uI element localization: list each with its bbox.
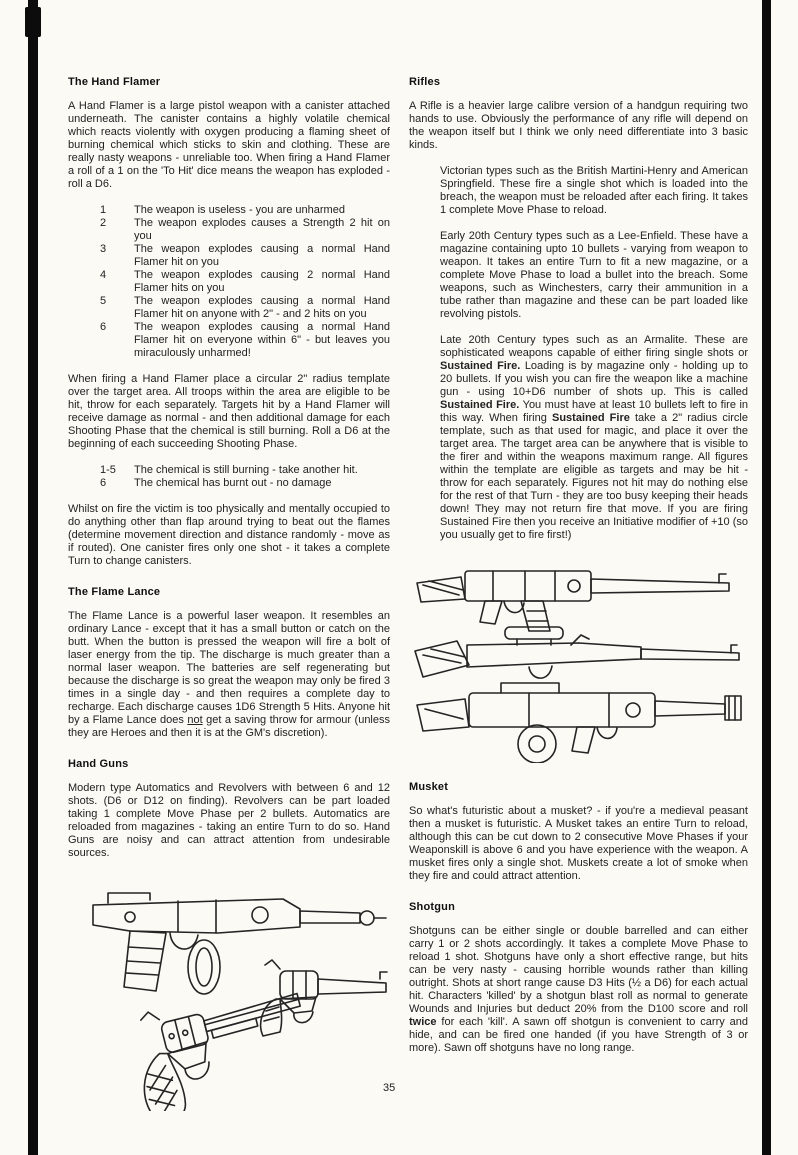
item-text: The weapon explodes causing a normal Han… (134, 321, 390, 359)
list-item: 6 The chemical has burnt out - no damage (100, 477, 390, 490)
heading-rifles: Rifles (409, 76, 441, 88)
scoped-rifle-drawing (414, 626, 740, 679)
rifles-intro: A Rifle is a heavier large calibre versi… (409, 100, 748, 151)
item-text: The weapon explodes causes a Strength 2 … (134, 217, 390, 242)
item-number: 6 (100, 321, 107, 333)
rifles-early-20th: Early 20th Century types such as a Lee-E… (440, 230, 748, 320)
item-number: 1-5 (100, 464, 116, 476)
scifi-pistol-drawing (92, 892, 387, 995)
list-item: 1-5 The chemical is still burning - take… (100, 464, 390, 477)
left-column: The Hand Flamer A Hand Flamer is a large… (68, 76, 390, 1119)
hand-flamer-intro: A Hand Flamer is a large pistol weapon w… (68, 100, 390, 190)
rifles-late-20th: Late 20th Century types such as an Armal… (440, 334, 749, 541)
item-text: The weapon is useless - you are unharmed (134, 204, 345, 216)
item-text: The chemical has burnt out - no damage (134, 477, 332, 489)
right-column: Rifles A Rifle is a heavier large calibr… (409, 76, 748, 1068)
rifles-illustration (409, 555, 748, 763)
page-number: 35 (383, 1082, 396, 1094)
explode-result-table: 1 The weapon is useless - you are unharm… (100, 204, 390, 360)
list-item: 1 The weapon is useless - you are unharm… (100, 204, 390, 217)
drum-rifle-drawing (416, 682, 742, 763)
flame-lance-body: The Flame Lance is a powerful laser weap… (68, 610, 390, 739)
heading-hand-flamer: The Hand Flamer (68, 76, 161, 88)
item-text: The chemical is still burning - take ano… (134, 464, 358, 476)
scan-edge-right (762, 0, 771, 1155)
item-number: 5 (100, 295, 107, 307)
list-item: 2 The weapon explodes causes a Strength … (100, 217, 390, 243)
item-number: 1 (100, 204, 107, 216)
item-text: The weapon explodes causing a normal Han… (134, 295, 390, 320)
list-item: 3 The weapon explodes causing a normal H… (100, 243, 390, 269)
heading-flame-lance: The Flame Lance (68, 586, 161, 598)
heading-shotgun: Shotgun (409, 901, 455, 913)
item-number: 2 (100, 217, 107, 229)
list-item: 4 The weapon explodes causing 2 normal H… (100, 269, 390, 295)
hand-guns-body: Modern type Automatics and Revolvers wit… (68, 782, 390, 859)
item-number: 3 (100, 243, 107, 255)
musket-body: So what's futuristic about a musket? - i… (409, 805, 748, 882)
hand-flamer-template-rule: When firing a Hand Flamer place a circul… (68, 373, 390, 450)
hand-flamer-on-fire-rule: Whilst on fire the victim is too physica… (68, 503, 390, 567)
list-item: 5 The weapon explodes causing a normal H… (100, 295, 390, 321)
item-number: 6 (100, 477, 107, 489)
burning-result-table: 1-5 The chemical is still burning - take… (100, 464, 390, 490)
heading-musket: Musket (409, 781, 449, 793)
shotgun-body: Shotguns can be either single or double … (409, 925, 748, 1054)
rifles-victorian: Victorian types such as the British Mart… (440, 165, 748, 216)
item-text: The weapon explodes causing a normal Han… (134, 243, 390, 268)
item-text: The weapon explodes causing 2 normal Han… (134, 269, 390, 294)
heading-hand-guns: Hand Guns (68, 758, 129, 770)
scan-edge-left (28, 0, 38, 1155)
handguns-illustration (68, 873, 390, 1111)
item-number: 4 (100, 269, 107, 281)
carbine-drawing (416, 570, 730, 632)
large-revolver-drawing (140, 992, 301, 1111)
list-item: 6 The weapon explodes causing a normal H… (100, 321, 390, 360)
